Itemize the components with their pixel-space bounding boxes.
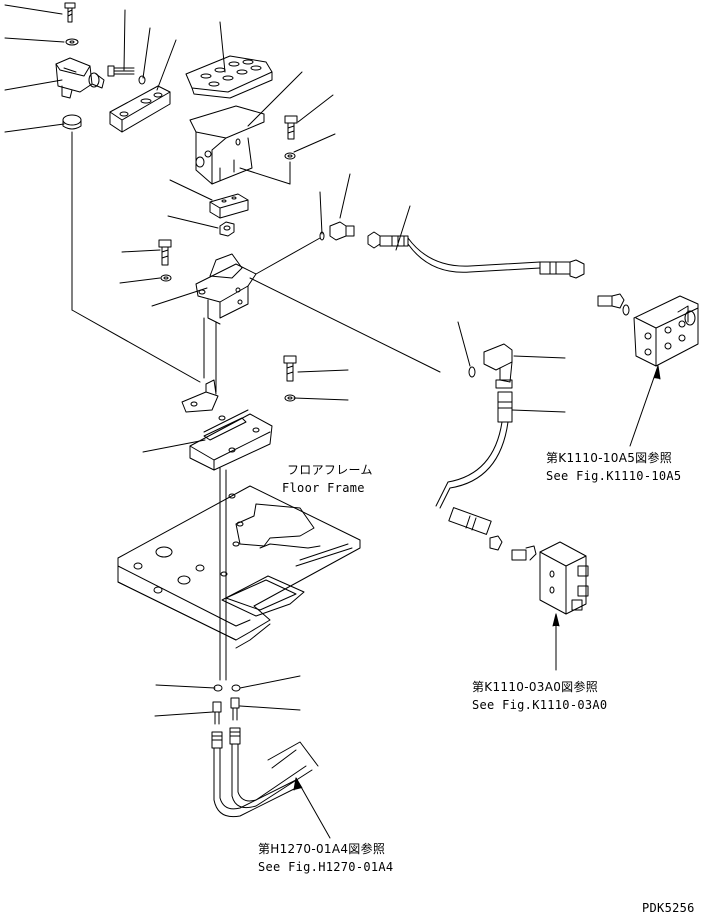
collar: [62, 114, 82, 130]
pilot-valve: [195, 237, 441, 373]
reference-2-jp: 第K1110-03A0図参照: [472, 680, 599, 694]
fittings-bottom: [212, 697, 240, 725]
hose-upper: [367, 231, 585, 279]
reference-3-jp: 第H1270-01A4図参照: [258, 842, 386, 856]
pedal-arm: [189, 105, 265, 185]
spacer-block: [209, 193, 249, 219]
floor-frame-label-jp: フロアフレーム: [287, 463, 373, 477]
bolt-floor: [283, 355, 297, 382]
reference-1-en: See Fig.K1110-10A5: [546, 469, 682, 483]
reference-1-jp: 第K1110-10A5図参照: [546, 451, 673, 465]
bolt-valve: [158, 239, 172, 266]
nut: [219, 221, 235, 237]
floor-plate: [189, 409, 273, 471]
bolt-horizontal: [107, 65, 135, 77]
valve-block-10a5: [633, 295, 699, 367]
hinge-bracket: [55, 57, 105, 99]
bracket-mount: [181, 379, 219, 413]
washer-top-left: [65, 38, 79, 46]
bolt-top-left: [64, 2, 76, 23]
hose-lower: [435, 391, 513, 551]
valve-block-03a0: [539, 541, 589, 615]
elbow-fitting-upper: [329, 221, 355, 241]
pedal-pad: [185, 55, 273, 99]
mounting-plate: [109, 85, 171, 133]
floor-frame: [117, 485, 361, 649]
reference-2-en: See Fig.K1110-03A0: [472, 698, 608, 712]
floor-frame-label-en: Floor Frame: [282, 481, 365, 495]
adapter-lower: [511, 545, 537, 561]
leader-lines: [4, 4, 566, 717]
elbow-fitting-lower: [483, 343, 513, 389]
bolt-right: [284, 115, 298, 140]
ref-arrow-10a5: [629, 365, 659, 447]
reference-3-en: See Fig.H1270-01A4: [258, 860, 394, 874]
hoses-bottom: [211, 727, 319, 818]
drawing-code: PDK5256: [642, 901, 695, 915]
adapter-right: [597, 293, 630, 316]
